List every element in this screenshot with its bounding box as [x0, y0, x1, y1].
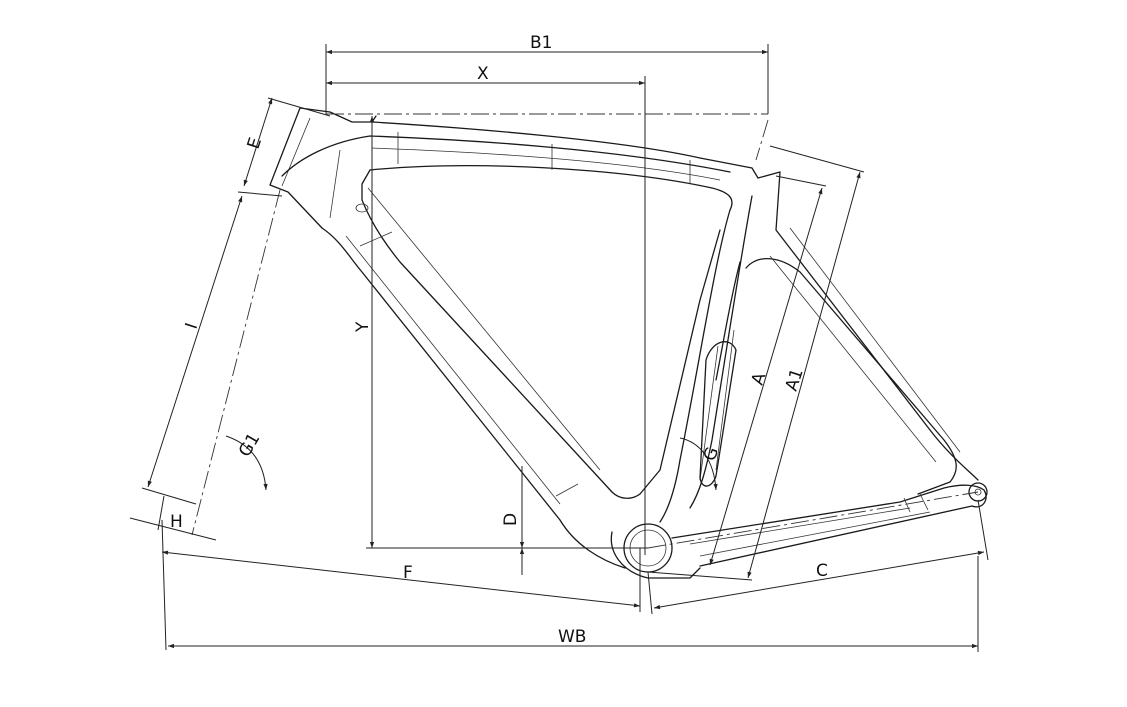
label-g1: G1 [235, 430, 264, 461]
label-c: C [816, 561, 828, 581]
label-wb: WB [558, 627, 586, 647]
label-f: F [403, 563, 413, 583]
label-x: X [477, 64, 489, 84]
label-b1: B1 [530, 33, 552, 53]
label-d: D [501, 513, 521, 526]
label-h: H [170, 512, 183, 532]
label-a1: A1 [782, 366, 808, 394]
dimension-lines [129, 44, 989, 652]
frame-outline [269, 107, 988, 579]
label-g: G [700, 444, 723, 463]
label-i: I [182, 321, 203, 332]
label-y: Y [353, 321, 373, 333]
center-lines [191, 113, 979, 549]
dimension-labels: B1 X E I Y G1 H D F G A A1 C WB [170, 33, 828, 647]
label-e: E [244, 135, 266, 151]
